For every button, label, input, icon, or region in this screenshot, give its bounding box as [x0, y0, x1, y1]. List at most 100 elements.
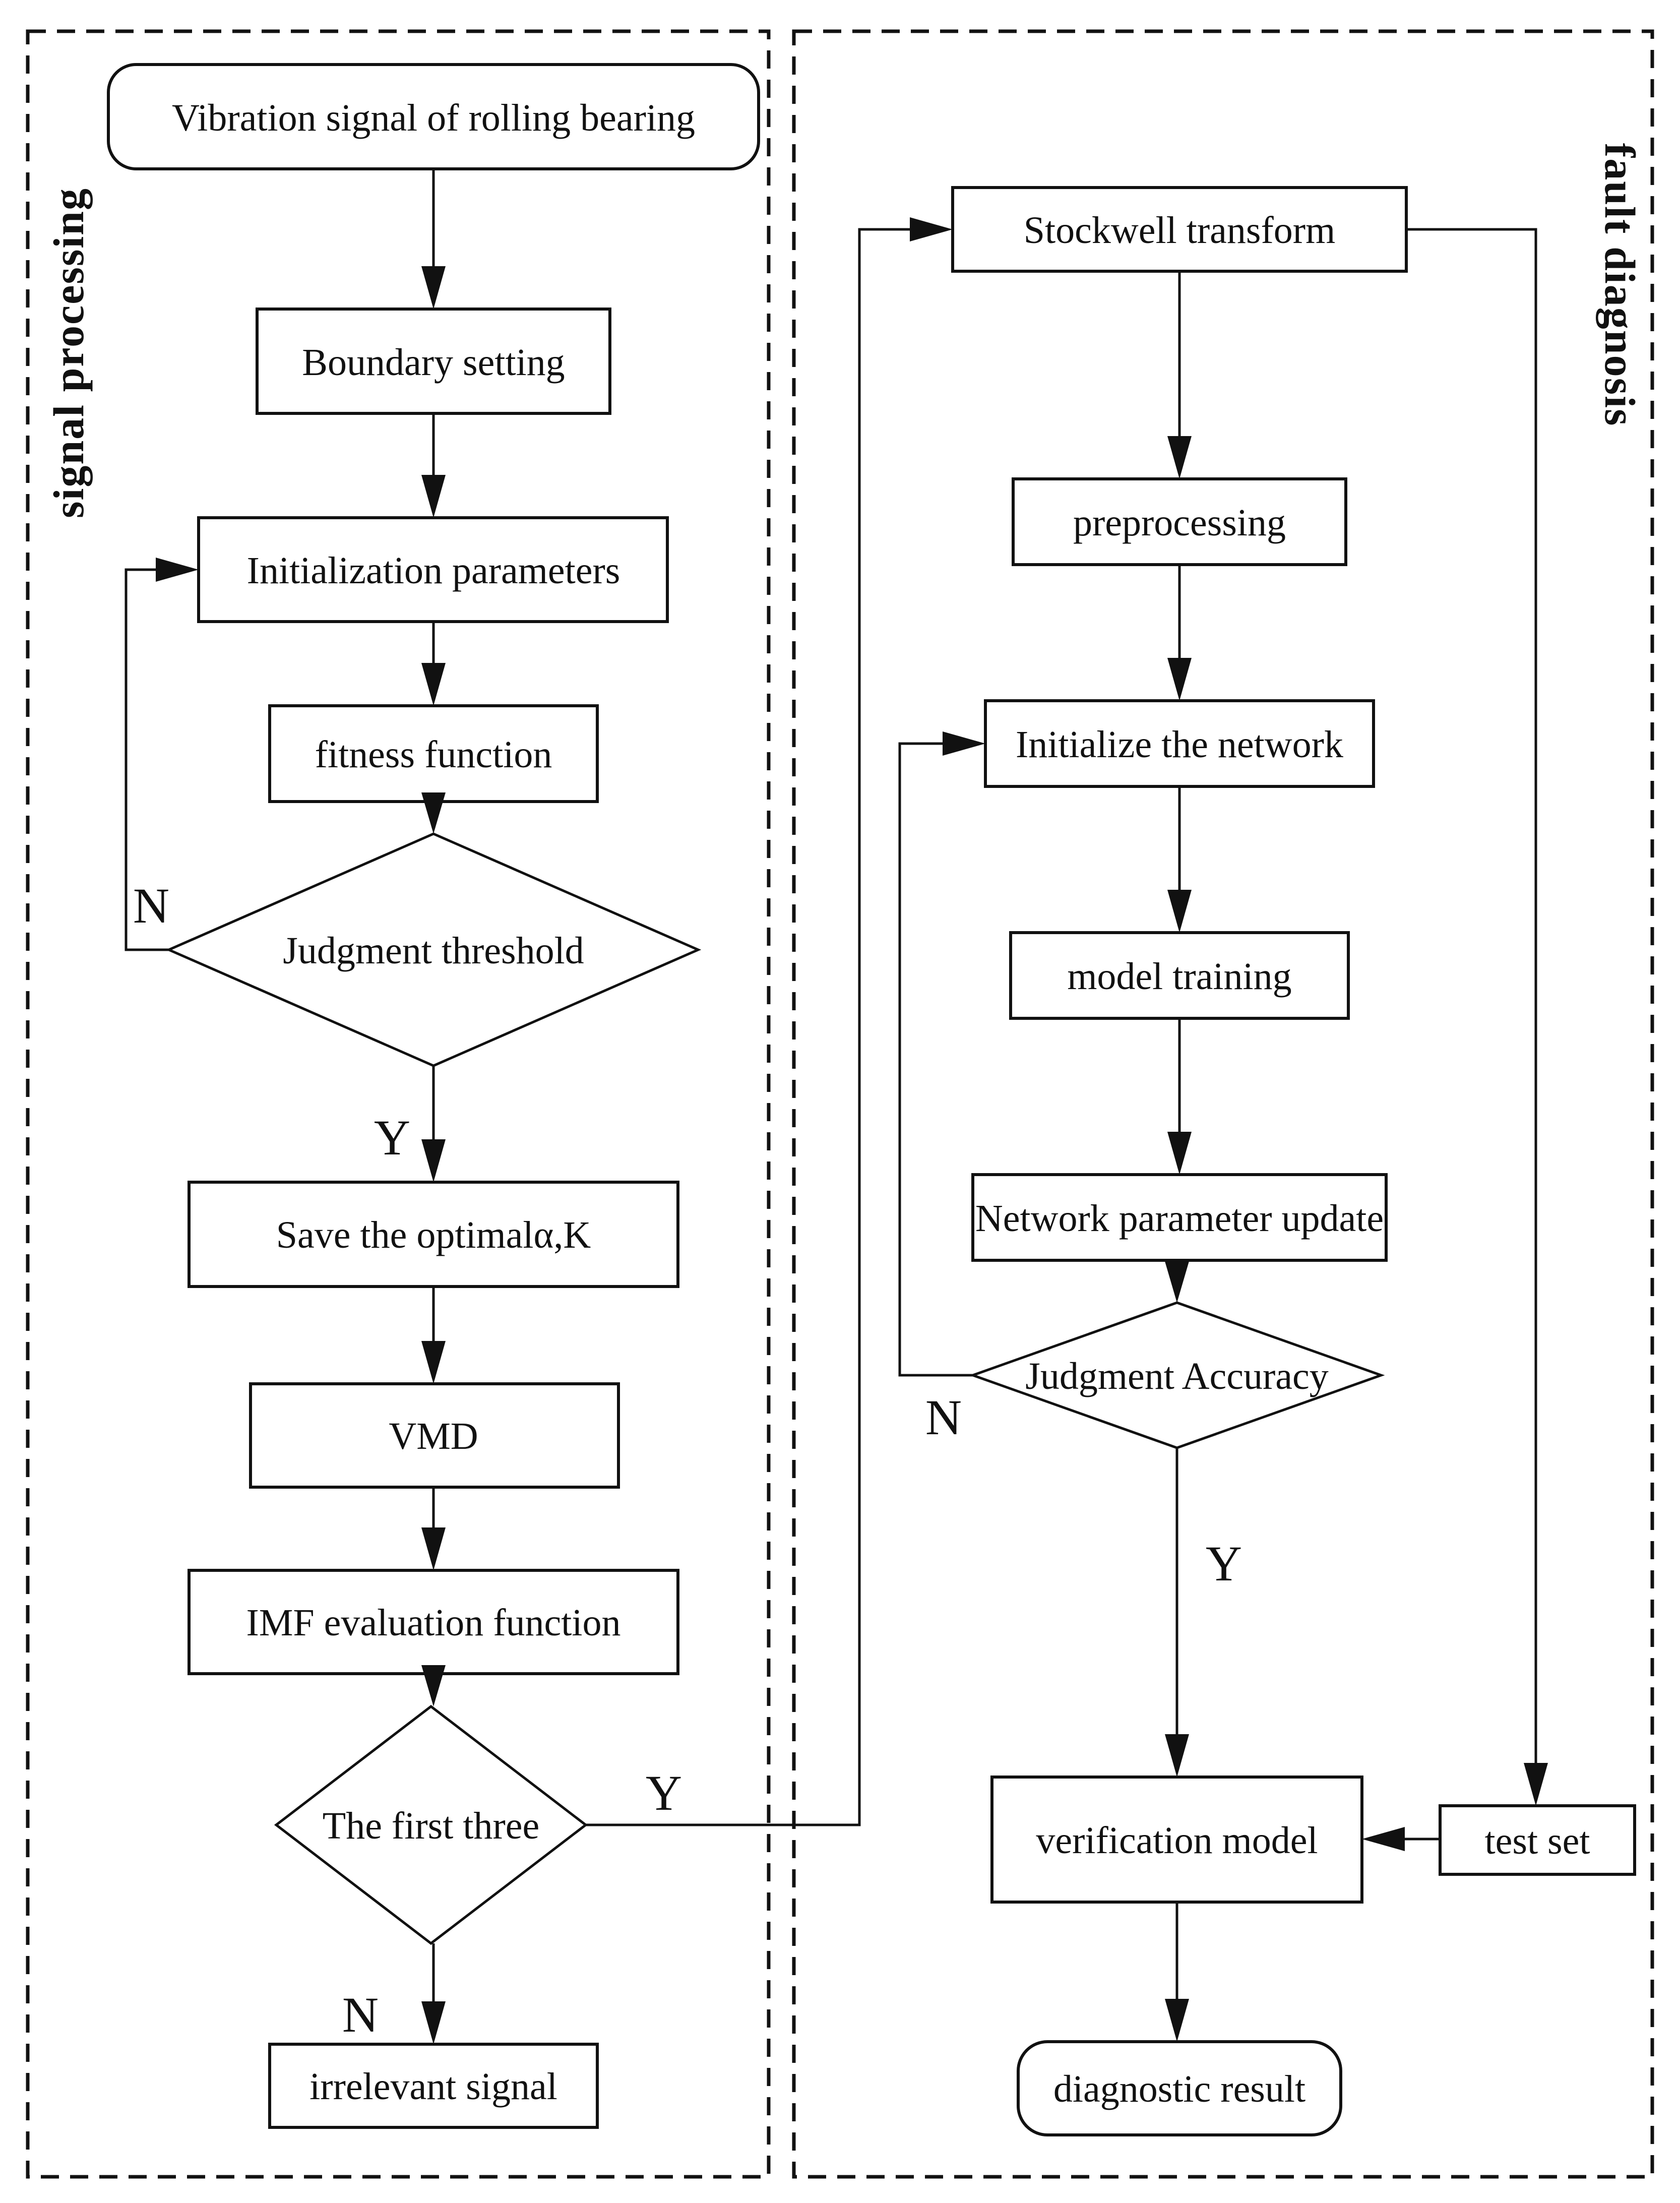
- arrowhead-right: [910, 217, 953, 241]
- branch-label-firstthree-y: Y: [646, 1765, 682, 1821]
- arrowhead-right: [943, 731, 985, 756]
- node-irrelevant-signal-shape: [268, 2043, 599, 2129]
- arrow-fitness-to-threshold: [421, 792, 446, 834]
- node-model-training-shape: [1009, 931, 1350, 1020]
- node-irrelevant-signal-label: irrelevant signal: [309, 2065, 557, 2108]
- arrow-threshold-no-loop: N: [125, 558, 199, 951]
- arrow-vmd-to-imf: [421, 1487, 446, 1570]
- arrow-init-to-fitness: [421, 622, 446, 706]
- node-save-optimal: Save the optimalα,K: [188, 1181, 679, 1288]
- node-initialization-parameters-shape: [197, 516, 669, 623]
- arrowhead-down: [421, 1527, 446, 1570]
- feed-line: [1406, 228, 1537, 1765]
- branch-label-accuracy-y: Y: [1206, 1536, 1242, 1592]
- line-stockwell-to-testset: [1406, 228, 1548, 1806]
- arrow-threshold-yes: Y: [374, 1066, 446, 1182]
- node-imf-evaluation: IMF evaluation function: [188, 1569, 679, 1675]
- arrowhead-down: [421, 792, 446, 834]
- node-verification-model-label: verification model: [1036, 1819, 1318, 1862]
- arrow-save-to-vmd: [421, 1287, 446, 1384]
- node-save-optimal-label: Save the optimalα,K: [276, 1214, 591, 1256]
- decision-first-three: The first three: [274, 1704, 588, 1945]
- node-preprocessing: preprocessing: [1012, 477, 1347, 566]
- arrowhead-down: [421, 475, 446, 518]
- arrowhead-down: [1165, 1261, 1189, 1303]
- node-model-training-label: model training: [1067, 955, 1291, 998]
- branch-label-threshold-y: Y: [374, 1110, 410, 1166]
- arrowhead-down: [421, 2001, 446, 2044]
- node-network-parameter-update-shape: [971, 1173, 1388, 1262]
- arrow-vibration-to-boundary: [421, 169, 446, 309]
- branch-label-firstthree-n: N: [342, 1987, 379, 2043]
- node-boundary-setting-label: Boundary setting: [302, 341, 565, 384]
- node-initialize-network-label: Initialize the network: [1016, 723, 1343, 766]
- node-diagnostic-result-label: diagnostic result: [1053, 2068, 1305, 2110]
- arrowhead-down: [1167, 1132, 1192, 1175]
- node-network-parameter-update: Network parameter update: [971, 1173, 1388, 1262]
- branch-label-accuracy-n: N: [925, 1389, 962, 1445]
- node-stockwell-transform: Stockwell transform: [951, 186, 1408, 273]
- panel-fault-diagnosis: fault diagnosis: [792, 29, 1654, 2179]
- node-imf-evaluation-label: IMF evaluation function: [246, 1602, 621, 1644]
- arrow-imf-to-firstthree: [421, 1665, 446, 1706]
- node-test-set-shape: [1439, 1804, 1636, 1876]
- node-save-optimal-shape: [188, 1181, 679, 1288]
- node-verification-model-shape: [990, 1776, 1363, 1904]
- arrow-initnetwork-to-training: [1167, 786, 1192, 933]
- node-initialize-network: Initialize the network: [984, 699, 1375, 788]
- arrowhead-down: [1167, 658, 1192, 701]
- panel-signal-processing-border: [26, 29, 771, 2179]
- arrowhead-down: [421, 1665, 446, 1706]
- node-preprocessing-shape: [1012, 477, 1347, 566]
- arrow-firstthree-yes-to-stockwell: Y: [586, 217, 953, 1826]
- node-diagnostic-result: diagnostic result: [1017, 2040, 1342, 2136]
- node-boundary-setting-shape: [256, 308, 611, 415]
- arrow-accuracy-no-loop: N: [898, 731, 985, 1445]
- decision-judgment-accuracy-label: Judgment Accuracy: [1025, 1355, 1328, 1397]
- panel-fault-diagnosis-border: [792, 29, 1654, 2179]
- arrow-verification-to-diagnostic: [1165, 1902, 1189, 2042]
- branch-label-threshold-n: N: [133, 878, 169, 934]
- arrowhead-down: [1165, 1999, 1189, 2042]
- arrowhead-down: [421, 1139, 446, 1182]
- branch-line: [586, 228, 910, 1826]
- panel-label-signal-processing: signal processing: [44, 188, 93, 518]
- node-test-set: test set: [1439, 1804, 1636, 1876]
- arrowhead-down: [1524, 1763, 1548, 1806]
- decision-judgment-accuracy: Judgment Accuracy: [969, 1301, 1385, 1449]
- arrowhead-down: [1165, 1734, 1189, 1777]
- arrow-accuracy-yes: Y: [1165, 1448, 1242, 1777]
- arrow-firstthree-no: N: [342, 1943, 446, 2044]
- node-stockwell-transform-label: Stockwell transform: [1024, 209, 1335, 252]
- node-test-set-label: test set: [1485, 1820, 1590, 1862]
- loop-line: [898, 742, 973, 1377]
- node-vibration-signal: Vibration signal of rolling bearing: [107, 63, 760, 170]
- node-stockwell-transform-shape: [951, 186, 1408, 273]
- arrowhead-right: [156, 558, 199, 582]
- arrow-training-to-update: [1167, 1018, 1192, 1175]
- node-boundary-setting: Boundary setting: [256, 308, 611, 415]
- decision-judgment-threshold: Judgment threshold: [165, 832, 702, 1067]
- arrowhead-down: [1167, 436, 1192, 479]
- node-diagnostic-result-shape: [1017, 2040, 1342, 2136]
- node-fitness-function: fitness function: [268, 704, 599, 803]
- arrowhead-down: [421, 663, 446, 706]
- decision-first-three-label: The first three: [323, 1805, 539, 1847]
- arrow-update-to-accuracy: [1165, 1260, 1189, 1303]
- arrowhead-down: [1167, 890, 1192, 933]
- decision-first-three-shape: [274, 1704, 588, 1945]
- node-fitness-function-label: fitness function: [315, 733, 552, 776]
- arrowhead-down: [421, 266, 446, 309]
- node-vibration-signal-label: Vibration signal of rolling bearing: [172, 97, 695, 139]
- node-network-parameter-update-label: Network parameter update: [975, 1197, 1384, 1240]
- arrowhead-down: [421, 1341, 446, 1384]
- arrow-preprocessing-to-initnetwork: [1167, 565, 1192, 701]
- arrow-stockwell-to-preprocessing: [1167, 271, 1192, 479]
- loop-line: [125, 568, 169, 951]
- node-initialization-parameters: Initialization parameters: [197, 516, 669, 623]
- node-vmd-label: VMD: [389, 1415, 478, 1457]
- node-vmd: VMD: [249, 1382, 620, 1489]
- panel-label-fault-diagnosis: fault diagnosis: [1596, 143, 1644, 427]
- node-model-training: model training: [1009, 931, 1350, 1020]
